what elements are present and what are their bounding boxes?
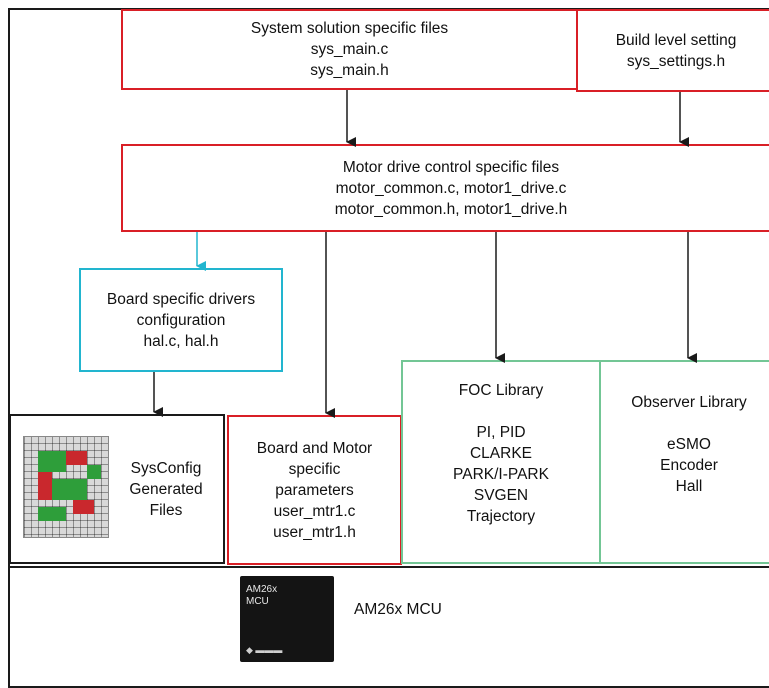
sysconfig-line3: Files: [149, 501, 183, 519]
mcu-row: AM26x MCU ◆ ▬▬▬ AM26x MCU: [10, 566, 769, 666]
params-file-h: user_mtr1.h: [273, 523, 356, 541]
foc-item: SVGEN: [473, 487, 529, 504]
motor-drive-box: Motor drive control specific files motor…: [121, 144, 769, 232]
mcu-label: AM26x MCU: [354, 601, 442, 618]
board-drivers-box: Board specific drivers configuration hal…: [79, 268, 283, 372]
sysconfig-box: SysConfig Generated Files: [9, 414, 225, 564]
chip-label-line2: MCU: [246, 596, 269, 607]
connector-arrows: [153, 90, 697, 418]
ti-logo-icon: ◆ ▬▬▬: [246, 645, 283, 655]
sysconfig-pinmux-image: [23, 436, 109, 538]
board-box-line3: hal.c, hal.h: [143, 332, 219, 350]
system-box-file-c: sys_main.c: [310, 41, 389, 58]
foc-item: PARK/I-PARK: [453, 466, 549, 483]
sysconfig-line1: SysConfig: [130, 459, 202, 477]
observer-title: Observer Library: [631, 394, 747, 411]
observer-item: eSMO: [667, 436, 711, 453]
system-solution-box: System solution specific files sys_main.…: [121, 9, 578, 90]
params-line1: Board and Motor: [256, 439, 373, 457]
foc-item: Trajectory: [466, 508, 536, 525]
system-box-file-h: sys_main.h: [310, 62, 389, 79]
system-box-title: System solution specific files: [250, 20, 449, 37]
motor-box-title: Motor drive control specific files: [342, 158, 560, 176]
build-box-title: Build level setting: [615, 31, 737, 49]
mcu-chip-icon: AM26x MCU ◆ ▬▬▬: [240, 576, 334, 662]
params-file-c: user_mtr1.c: [273, 502, 356, 520]
build-box-file: sys_settings.h: [626, 52, 726, 70]
chip-label-line1: AM26x: [246, 584, 278, 595]
motor-box-files-h: motor_common.h, motor1_drive.h: [334, 200, 568, 218]
params-line3: parameters: [275, 481, 354, 499]
observer-library-box: Observer Library eSMO Encoder Hall: [599, 360, 769, 564]
params-line2: specific: [288, 460, 341, 478]
observer-item: Encoder: [660, 457, 718, 474]
foc-item: CLARKE: [469, 445, 533, 462]
board-box-line1: Board specific drivers: [106, 290, 256, 308]
observer-item: Hall: [675, 478, 703, 495]
foc-title: FOC Library: [458, 382, 544, 399]
board-motor-params-box: Board and Motor specific parameters user…: [227, 415, 402, 565]
foc-item: PI, PID: [476, 424, 526, 441]
board-box-line2: configuration: [136, 311, 226, 329]
motor-box-files-c: motor_common.c, motor1_drive.c: [335, 179, 567, 197]
build-level-box: Build level setting sys_settings.h: [576, 9, 769, 92]
sysconfig-line2: Generated: [129, 480, 203, 498]
